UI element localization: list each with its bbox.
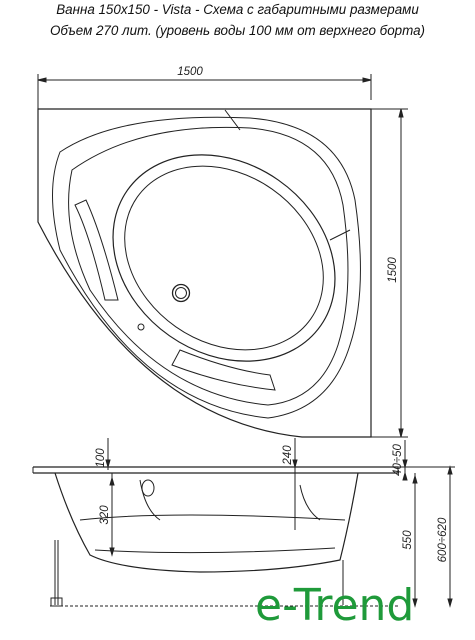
drain-icon <box>171 283 191 303</box>
depth-dimension <box>371 108 408 438</box>
width-dimension <box>37 74 372 118</box>
rim-height-dimension <box>105 438 111 470</box>
label-rim-thickness: 40÷50 <box>392 443 404 475</box>
side-rim <box>32 466 399 474</box>
total-height-dimension <box>398 465 455 608</box>
rim-thickness-dimension <box>402 440 408 481</box>
seat-dimension <box>292 438 298 530</box>
tub-height-dimension <box>412 473 418 608</box>
overflow-icon <box>137 323 145 331</box>
diagram-title: Ванна 150x150 - Vista - Схема с габаритн… <box>56 2 419 17</box>
tub-body-top <box>68 126 349 406</box>
inner-depth-dimension <box>109 473 115 557</box>
tub-outline-top <box>37 108 372 438</box>
label-total-height: 600÷620 <box>437 517 449 562</box>
label-seat-offset: 240 <box>282 445 294 466</box>
rim-inner-edge <box>52 116 361 419</box>
tub-basin-ellipse <box>112 154 336 362</box>
tub-basin-inner <box>124 165 324 351</box>
tub-body-side <box>54 472 359 573</box>
headrest-bottom <box>171 349 276 391</box>
diagram-subtitle: Объем 270 лит. (уровень воды 100 мм от в… <box>49 23 426 38</box>
brand-logo: e-Trend <box>255 580 415 631</box>
label-width: 1500 <box>177 66 203 78</box>
label-tub-height: 550 <box>402 530 414 550</box>
label-inner-depth: 320 <box>99 505 111 525</box>
tub-legs <box>50 540 344 607</box>
label-depth: 1500 <box>387 257 399 283</box>
label-rim-height: 100 <box>95 448 107 468</box>
headrest-left <box>74 199 119 301</box>
